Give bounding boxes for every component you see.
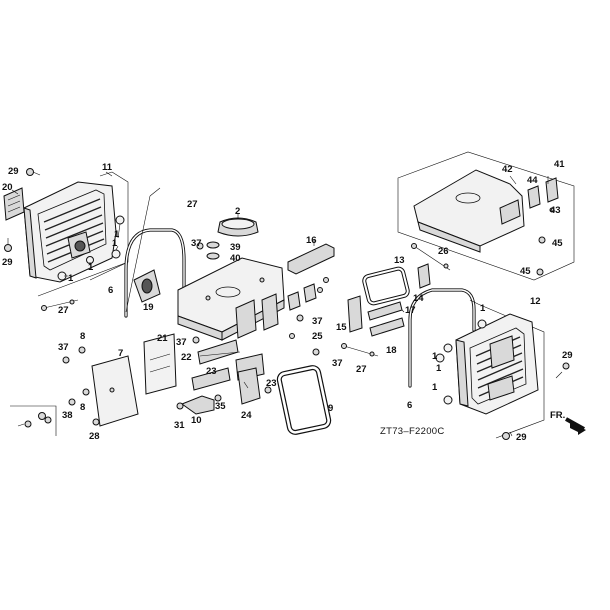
callout-label: 45 — [520, 266, 531, 277]
callout-label: 8 — [80, 331, 85, 342]
front-cover-assembly — [341, 299, 570, 440]
callout-label: 13 — [394, 255, 405, 266]
callout-label: 29 — [8, 166, 19, 177]
callout-label: 42 — [502, 164, 513, 175]
callout-label: 28 — [89, 431, 100, 442]
callout-label: 27 — [356, 364, 367, 375]
front-direction-arrow — [565, 417, 586, 435]
left-side-plate — [10, 346, 139, 436]
callout-label: 6 — [108, 285, 113, 296]
callout-label: 7 — [118, 348, 123, 359]
callout-label: 22 — [181, 352, 192, 363]
center-top-cover — [177, 257, 285, 341]
fuel-cap-assembly — [196, 214, 259, 260]
callout-label: 31 — [174, 420, 185, 431]
callout-label: 44 — [527, 175, 538, 186]
small-switches — [192, 277, 329, 356]
callout-label: 19 — [143, 302, 154, 313]
callout-label: 26 — [438, 246, 449, 257]
callout-label: 37 — [176, 337, 187, 348]
callout-label: 12 — [530, 296, 541, 307]
callout-label: 43 — [550, 205, 561, 216]
callout-label: 16 — [306, 235, 317, 246]
callout-label: 8 — [80, 402, 85, 413]
right-small-parts — [347, 243, 451, 337]
callout-label: 37 — [312, 316, 323, 327]
callout-label: 38 — [62, 410, 73, 421]
callout-label: 1 — [68, 273, 74, 284]
callout-label: 29 — [562, 350, 573, 361]
callout-label: 20 — [2, 182, 13, 193]
callout-label: 29 — [516, 432, 527, 443]
callout-label: 1 — [112, 238, 118, 249]
callout-label: 37 — [191, 238, 202, 249]
callout-label: 37 — [58, 342, 69, 353]
callout-label: 41 — [554, 159, 565, 170]
callout-label: 27 — [58, 305, 69, 316]
callout-label: 45 — [552, 238, 563, 249]
callout-label: 1 — [432, 351, 438, 362]
callout-label: 18 — [386, 345, 397, 356]
handle-grip — [287, 240, 335, 275]
callout-label: 40 — [230, 253, 241, 264]
callout-label: 35 — [215, 401, 226, 412]
drawing-code: ZT73–F2200C — [380, 426, 445, 437]
callout-label: 24 — [241, 410, 252, 421]
callout-label: 2 — [235, 206, 240, 217]
callout-label: 1 — [432, 382, 438, 393]
callout-label: 9 — [328, 403, 333, 414]
callout-label: 21 — [157, 333, 168, 344]
callout-label: 1 — [480, 303, 486, 314]
callout-label: 17 — [405, 305, 416, 316]
callout-label: 37 — [332, 358, 343, 369]
plates-and-brackets — [143, 333, 272, 415]
frame-pipe-right — [408, 288, 476, 388]
callout-label: 1 — [436, 363, 442, 374]
callout-label: 1 — [114, 229, 120, 240]
callout-label: 23 — [266, 378, 277, 389]
callout-label: 29 — [2, 257, 13, 268]
callout-label: 15 — [336, 322, 347, 333]
callout-label: 23 — [206, 366, 217, 377]
rear-cover-box — [397, 151, 575, 281]
callout-label: 14 — [413, 293, 424, 304]
callout-label: 11 — [102, 162, 113, 173]
gasket-9 — [276, 365, 332, 435]
callout-label: 10 — [191, 415, 202, 426]
callout-label: 39 — [230, 242, 241, 253]
recoil-starter — [133, 269, 161, 303]
callout-label: 27 — [187, 199, 198, 210]
left-cover-assembly — [3, 168, 129, 311]
callout-label: 6 — [407, 400, 412, 411]
front-marker: FR. — [550, 410, 565, 421]
callout-label: 1 — [88, 262, 94, 273]
frame-pipe-left — [124, 187, 186, 318]
callout-label: 25 — [312, 331, 323, 342]
